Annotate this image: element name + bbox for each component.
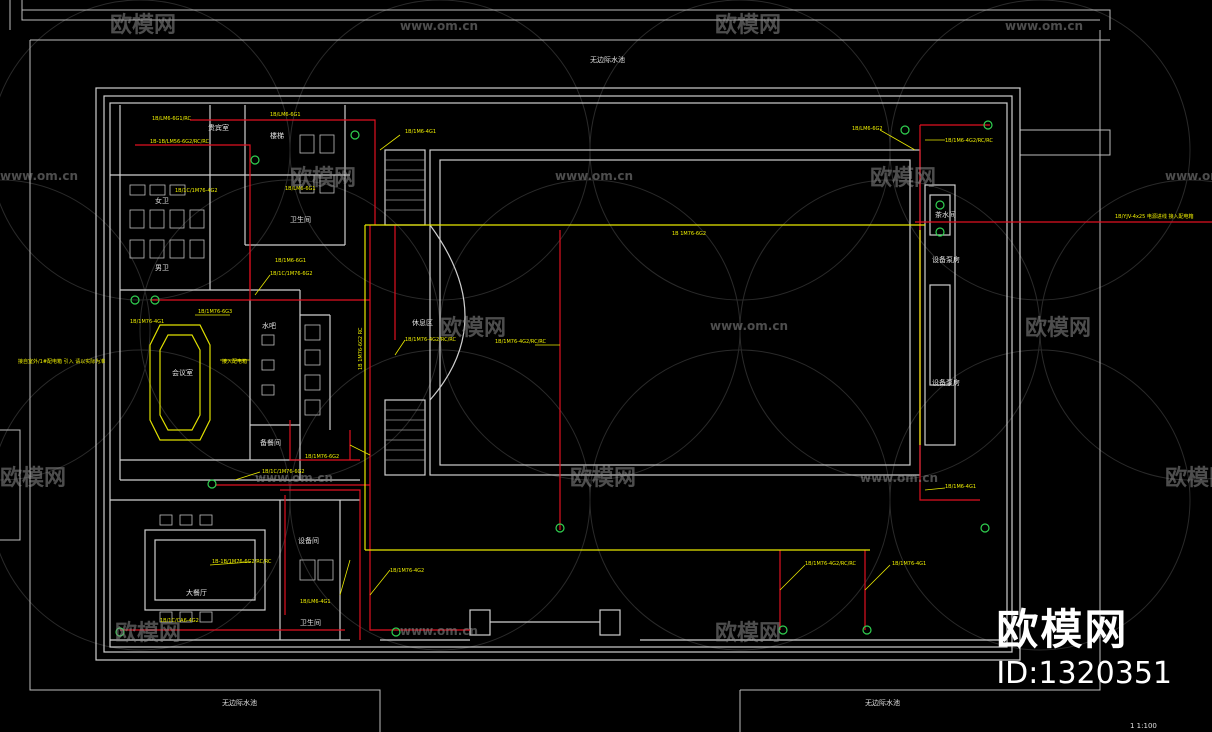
room-pump-1: 设备泵房 bbox=[932, 255, 960, 264]
circuit-label-22: 1B/1C/CA6-4G2 bbox=[160, 618, 199, 624]
watermark-brand: 欧模网 bbox=[1025, 315, 1091, 341]
circuit-label-2: 1B/1M6-4G1 bbox=[405, 129, 436, 135]
circuit-label-14: 1B/1M76-6G2 bbox=[305, 454, 339, 460]
room-dining: 大餐厅 bbox=[186, 588, 207, 597]
site-note-top: 无边际水池 bbox=[590, 55, 625, 64]
watermark-url: www.om.cn bbox=[710, 319, 788, 333]
watermark-url: www.om.cn bbox=[0, 169, 78, 183]
circuit-label-23: 1B/1M76-4G1 bbox=[130, 319, 164, 325]
watermark-url: www.om.cn bbox=[1165, 169, 1212, 183]
watermark-url: www.om.cn bbox=[860, 471, 938, 485]
watermark-url: www.om.cn bbox=[555, 169, 633, 183]
note-left: 接自室外/1#配电箱 引入 请以实际为准 bbox=[18, 358, 105, 365]
circuit-label-21: 1B/LM6-4G1 bbox=[300, 599, 331, 605]
watermark-brand: 欧模网 bbox=[1165, 465, 1212, 491]
brand-watermark: 欧模网 ID:1320351 bbox=[996, 605, 1172, 692]
room-equip: 设备间 bbox=[298, 536, 319, 545]
watermark-brand: 欧模网 bbox=[440, 315, 506, 341]
site-note-bottom-left: 无边际水池 bbox=[222, 698, 257, 707]
leader-lines bbox=[195, 129, 946, 596]
watermark-brand: 欧模网 bbox=[115, 620, 181, 646]
watermark-url: www.om.cn bbox=[255, 471, 333, 485]
circuit-label-19: 1B/1M76-4G2 bbox=[390, 568, 424, 574]
trunk-conduit bbox=[364, 224, 925, 551]
watermark-brand: 欧模网 bbox=[0, 465, 66, 491]
watermark-brand: 欧模网 bbox=[110, 12, 176, 38]
circuit-label-17: 1B/1M76-4G2/RC/RC bbox=[805, 561, 857, 567]
watermark-brand: 欧模网 bbox=[715, 620, 781, 646]
site-note-bottom-right: 无边际水池 bbox=[865, 698, 900, 707]
watermark-url: www.om.cn bbox=[1005, 19, 1083, 33]
room-male-wc: 男卫 bbox=[155, 264, 169, 272]
brand-name: 欧模网 bbox=[996, 605, 1129, 654]
circuit-label-7: 1B/1C/1M76-4G2 bbox=[175, 188, 218, 194]
site-boundary bbox=[0, 0, 1111, 732]
watermark-url: www.om.cn bbox=[400, 19, 478, 33]
circuit-label-9: 1B/1M6-6G1 bbox=[275, 258, 306, 264]
circuit-label-20: 1B-1B/1M76-6G2/RC/RC bbox=[212, 559, 272, 565]
circuit-label-6: 1B/1M6-4G2/RC/RC bbox=[945, 138, 993, 144]
circuit-labels: 1B/LM6-6G1 1B/1M6-4G1 1B/LM6-6G1/RC 1B-1… bbox=[18, 112, 1193, 624]
room-labels: 女卫 男卫 贵宾室 楼梯 会议室 水吧 备餐间 大餐厅 设备间 卫生间 卫生间 … bbox=[155, 55, 1157, 730]
circuit-label-13: 1B/1M76-4G2/RC/RC bbox=[495, 339, 547, 345]
circuit-label-10: 1B/1C/1M76-6G2 bbox=[270, 271, 313, 277]
room-water-bar: 水吧 bbox=[262, 321, 276, 330]
incoming-note: 1B/YJV-4x25 电源进线 接入配电箱 bbox=[1115, 213, 1193, 220]
scale-note: 1 1:100 bbox=[1130, 722, 1157, 730]
sanitary-fixtures bbox=[129, 134, 335, 623]
watermark-brand: 欧模网 bbox=[290, 165, 356, 191]
circuit-label-16: 1B/1M6-4G1 bbox=[945, 484, 976, 490]
circuit-label-8: 1B/LM6-6G1 bbox=[285, 186, 316, 192]
room-toilet-2: 卫生间 bbox=[300, 618, 321, 627]
room-stair: 楼梯 bbox=[270, 131, 284, 140]
room-toilet-1: 卫生间 bbox=[290, 215, 311, 224]
room-pump-2: 设备泵房 bbox=[932, 378, 960, 387]
circuit-label-1: 1B/LM6-6G1 bbox=[270, 112, 301, 118]
watermark-brand: 欧模网 bbox=[570, 465, 636, 491]
vertical-label: 1B 1M76-6G2 RC bbox=[358, 327, 364, 370]
note-right: 接入配电箱 bbox=[222, 358, 247, 365]
circuit-label-4: 1B-1B/LM56-6G2/RC/RC bbox=[150, 139, 210, 145]
room-female-wc: 女卫 bbox=[155, 196, 169, 205]
electrical-wiring bbox=[120, 119, 1212, 640]
circuit-label-15: 1B/1C/1M76-6G2 bbox=[262, 469, 305, 475]
circuit-label-12: 1B/1M76-4G2/RC/RC bbox=[405, 337, 457, 343]
circuit-label-11: 1B/1M76-6G3 bbox=[198, 309, 232, 315]
watermark-text: 欧模网 欧模网 欧模网 欧模网 欧模网 欧模网 欧模网 欧模网 欧模网 欧模网 … bbox=[0, 12, 1212, 646]
circuit-label-3: 1B/LM6-6G1/RC bbox=[152, 116, 192, 122]
watermark-brand: 欧模网 bbox=[715, 12, 781, 38]
trunk-label: 1B 1M76-6G2 bbox=[672, 231, 706, 237]
watermark-url: www.om.cn bbox=[400, 624, 478, 638]
room-lounge: 休息区 bbox=[412, 318, 433, 327]
room-tea: 茶水间 bbox=[935, 210, 956, 219]
light-fixtures bbox=[115, 120, 993, 637]
circuit-label-18: 1B/1M76-4G1 bbox=[892, 561, 926, 567]
room-vip: 贵宾室 bbox=[208, 123, 229, 132]
building-walls bbox=[95, 87, 1021, 661]
circuit-label-5: 1B/LM6-6G2 bbox=[852, 126, 883, 132]
room-meeting: 会议室 bbox=[172, 368, 193, 377]
brand-id: ID:1320351 bbox=[996, 656, 1172, 692]
watermark-brand: 欧模网 bbox=[870, 165, 936, 191]
room-prep: 备餐间 bbox=[260, 438, 281, 447]
